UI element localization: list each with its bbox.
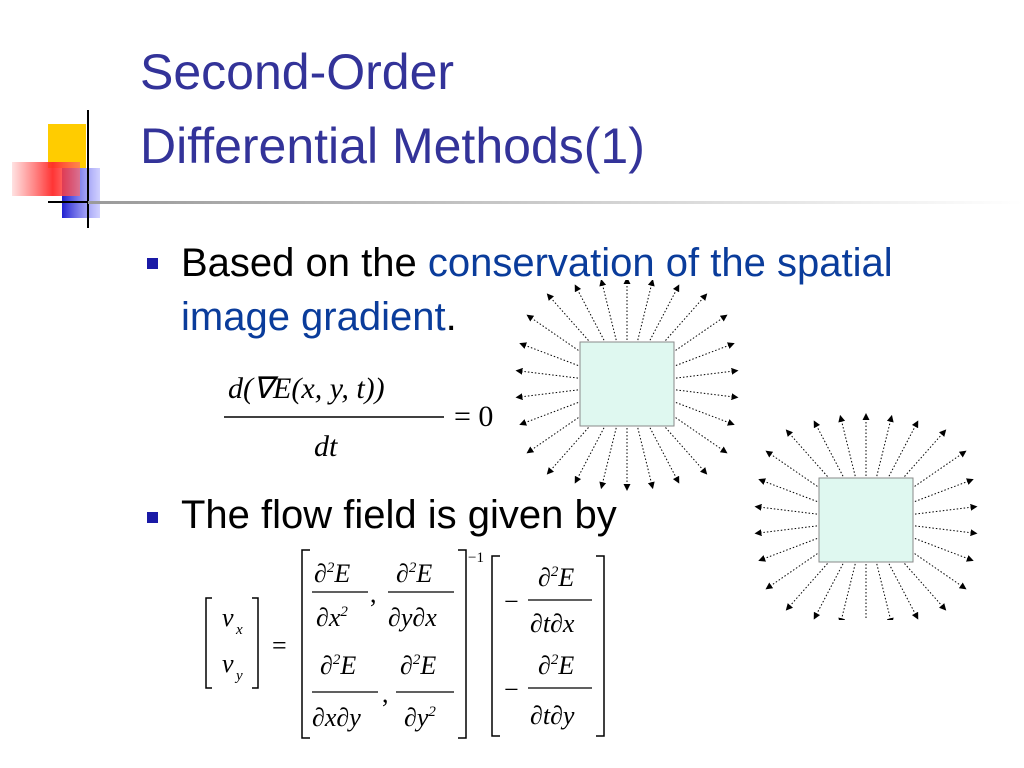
gradient-arrow: [599, 427, 617, 490]
gradient-arrow: [876, 414, 894, 477]
equation-1-denominator: dt: [314, 430, 338, 463]
gradient-arrow: [546, 293, 589, 341]
svg-text:∂2E: ∂2E: [320, 651, 356, 680]
gradient-arrow: [675, 389, 739, 401]
gradient-arrow: [637, 427, 655, 490]
gradient-arrow: [785, 429, 828, 477]
bullet-1-line1: Based on the conservation of the spatial: [181, 236, 893, 290]
gradient-arrow: [675, 342, 735, 366]
gradient-arrow: [574, 427, 605, 484]
gradient-arrow: [914, 553, 967, 590]
gradient-arrow: [637, 280, 655, 341]
svg-text:∂x∂y: ∂x∂y: [312, 703, 361, 732]
gradient-arrow: [914, 478, 974, 502]
square-2: [818, 477, 914, 563]
gradient-arrow: [888, 420, 919, 477]
gradient-arrow: [838, 563, 856, 620]
gradient-arrow: [813, 563, 844, 620]
gradient-arrow: [526, 417, 579, 454]
vy-subscript: y: [234, 668, 243, 684]
gradient-arrow: [519, 402, 579, 426]
gradient-arrow: [838, 414, 856, 477]
matrix-inverse-exponent: −1: [468, 550, 484, 566]
bullet-2-text: The flow field is given by: [181, 493, 617, 537]
gradient-arrow: [519, 342, 579, 366]
gradient-arrow: [765, 450, 818, 487]
svg-text:∂t∂y: ∂t∂y: [530, 701, 575, 730]
bullet-1-highlight: conservation of the spatial: [427, 241, 893, 285]
gradient-arrow: [914, 538, 974, 562]
gradient-arrow: [675, 417, 728, 454]
gradient-arrow: [904, 429, 947, 477]
svg-text:,: ,: [370, 579, 377, 608]
slide-title-line1: Second-Order: [140, 44, 455, 100]
gradient-arrow: [574, 284, 605, 341]
svg-text:∂2E: ∂2E: [396, 559, 432, 588]
title-decoration: [0, 0, 140, 240]
equation-1-numerator: d(∇E(x, y, t)): [228, 372, 385, 405]
svg-text:∂2E: ∂2E: [538, 651, 574, 680]
gradient-arrow: [665, 427, 708, 475]
gradient-arrow: [754, 503, 818, 515]
svg-text:∂y2: ∂y2: [404, 703, 436, 732]
gradient-arrow: [675, 314, 728, 351]
vy-symbol: v: [222, 649, 234, 678]
square-1: [579, 341, 675, 427]
vx-symbol: v: [222, 603, 234, 632]
gradient-arrow: [515, 367, 579, 379]
gradient-arrow: [758, 478, 818, 502]
gradient-arrow: [914, 503, 978, 515]
bullet-1-text: Based on the: [181, 241, 428, 285]
gradient-arrow: [665, 293, 708, 341]
gradient-arrow: [515, 389, 579, 401]
bullet-1-line2: image gradient.: [181, 290, 457, 344]
gradient-conservation-equation: d(∇E(x, y, t)) dt = 0: [224, 372, 493, 463]
gradient-field-diagram: [515, 280, 978, 620]
equation-2-equals: =: [272, 631, 287, 660]
gradient-arrow: [888, 563, 919, 620]
gradient-arrow: [813, 420, 844, 477]
equation-1-rhs: = 0: [454, 400, 493, 433]
bullet-1-period: .: [445, 295, 457, 339]
svg-text:−: −: [504, 587, 519, 616]
flow-field-equation: v x v y = −1 ∂2E ∂x2 , ∂2E ∂y∂x ∂2E ∂x∂y…: [205, 549, 605, 739]
bullet-marker: [147, 512, 158, 523]
gradient-arrow: [675, 402, 735, 426]
gradient-arrow: [758, 538, 818, 562]
svg-text:−: −: [504, 675, 519, 704]
gradient-arrow: [599, 280, 617, 341]
svg-text:∂y∂x: ∂y∂x: [388, 603, 437, 632]
gradient-arrow: [649, 427, 680, 484]
svg-text:∂t∂x: ∂t∂x: [530, 609, 575, 638]
gradient-arrow: [526, 314, 579, 351]
svg-text:∂2E: ∂2E: [400, 651, 436, 680]
gradient-arrow: [649, 284, 680, 341]
gradient-arrow: [914, 450, 967, 487]
gradient-arrow: [914, 525, 978, 537]
svg-text:,: ,: [382, 679, 389, 708]
title-underline: [88, 201, 1024, 204]
svg-text:∂x2: ∂x2: [316, 603, 348, 632]
gradient-arrow: [675, 367, 739, 379]
slide-title-line2: Differential Methods(1): [140, 118, 645, 174]
gradient-arrow: [904, 563, 947, 611]
svg-text:∂2E: ∂2E: [314, 559, 350, 588]
bullet-marker: [147, 258, 158, 269]
gradient-arrow: [876, 563, 894, 620]
vx-subscript: x: [235, 622, 243, 638]
gradient-arrow: [765, 553, 818, 590]
gradient-arrow: [754, 525, 818, 537]
gradient-arrow: [546, 427, 589, 475]
bullet-1-highlight-cont: image gradient: [181, 295, 446, 339]
gradient-arrow: [785, 563, 828, 611]
